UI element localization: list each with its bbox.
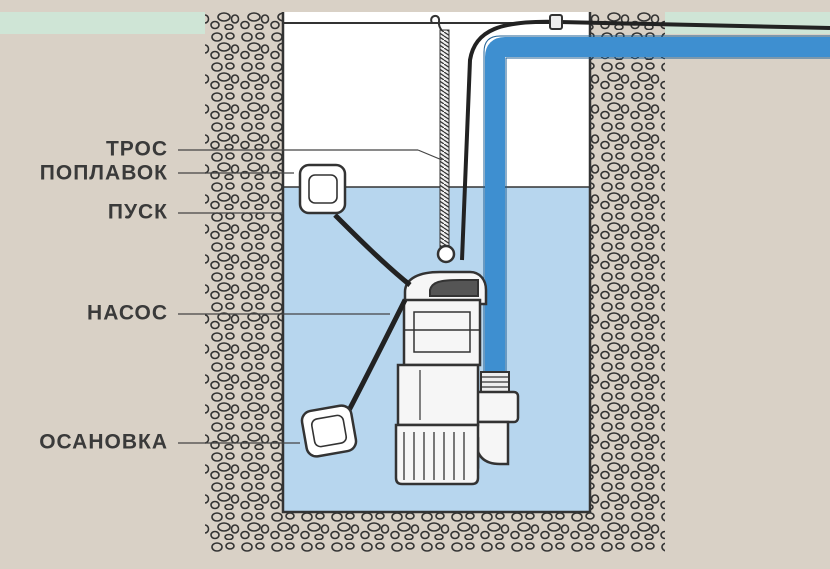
discharge-pipe xyxy=(485,37,830,375)
submersible-pump-icon xyxy=(394,270,488,486)
pipe-thread xyxy=(480,371,510,395)
cable-ring xyxy=(436,244,456,264)
label-cable: ТРОС xyxy=(106,138,168,161)
gravel-wall-right xyxy=(590,12,665,552)
leader-cable-tail xyxy=(417,149,443,161)
label-pump: НАСОС xyxy=(87,302,168,325)
cable-rope xyxy=(439,29,450,251)
gravel-floor xyxy=(205,512,665,552)
label-float: ПОПЛАВОК xyxy=(40,162,168,185)
grass-strip-left xyxy=(0,12,205,34)
well-outline xyxy=(281,12,592,514)
pipe-thread-lines xyxy=(481,376,509,388)
upper-float-cable xyxy=(333,213,412,287)
label-stop: ОСАНОВКА xyxy=(39,431,168,454)
label-start: ПУСК xyxy=(108,201,168,224)
discharge-pipe-outline xyxy=(483,35,830,375)
float-switch-icon xyxy=(298,163,347,215)
gravel-wall-left xyxy=(205,12,283,552)
lower-float-cable xyxy=(342,298,408,420)
cord-connector xyxy=(549,14,563,30)
float-switch-icon xyxy=(300,404,358,458)
pipe-elbow xyxy=(474,420,510,466)
